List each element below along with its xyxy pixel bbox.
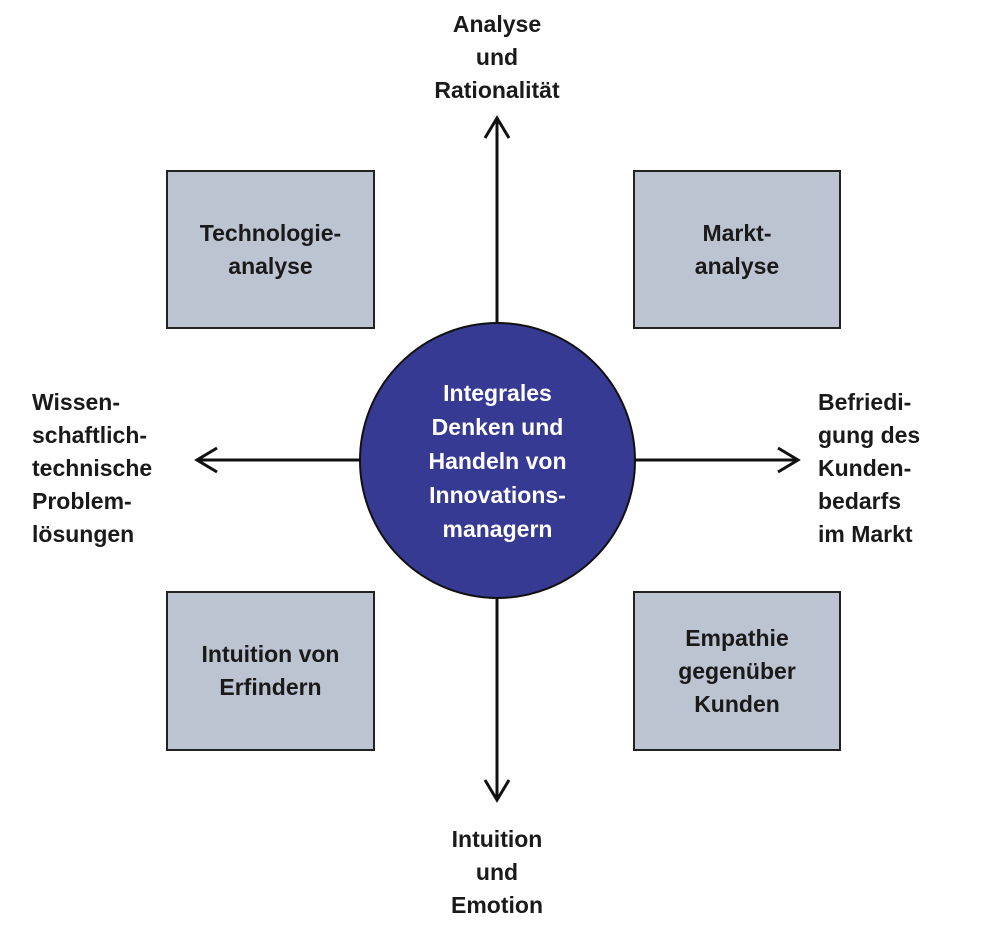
- axis-label-left: Wissen- schaftlich- technische Problem- …: [32, 389, 153, 547]
- arrowhead-up: [483, 115, 511, 139]
- arrowhead-left: [194, 446, 218, 474]
- axis-label-right: Befriedi- gung des Kunden- bedarfs im Ma…: [818, 389, 921, 547]
- box-label: Technologie- analyse: [199, 219, 342, 279]
- center-circle: Integrales Denken und Handeln von Innova…: [359, 322, 636, 599]
- box-market-analysis: Markt- analyse: [633, 170, 841, 329]
- axis-label-top: Analyse und Rationalität: [434, 11, 560, 103]
- box-label: Empathie gegenüber Kunden: [678, 624, 796, 717]
- box-inventor-intuition: Intuition von Erfindern: [166, 591, 375, 751]
- arrowhead-right: [777, 446, 801, 474]
- center-label: Integrales Denken und Handeln von Innova…: [428, 379, 567, 542]
- box-technology-analysis: Technologie- analyse: [166, 170, 375, 329]
- arrowhead-down: [483, 779, 511, 803]
- box-label: Markt- analyse: [694, 219, 780, 279]
- box-customer-empathy: Empathie gegenüber Kunden: [633, 591, 841, 751]
- axis-label-bottom: Intuition und Emotion: [451, 826, 543, 918]
- box-label: Intuition von Erfindern: [201, 641, 340, 700]
